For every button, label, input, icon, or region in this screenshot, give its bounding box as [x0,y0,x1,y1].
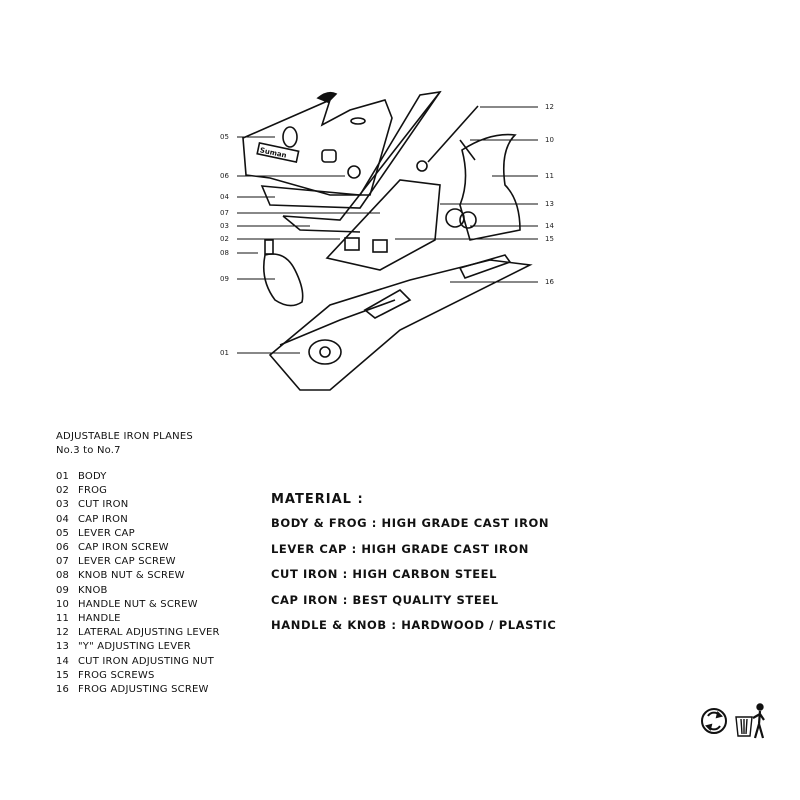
part-item: 04 CAP IRON [56,513,220,527]
part-name: KNOB [78,584,108,596]
part-number: 11 [56,613,70,625]
part-item: 12 LATERAL ADJUSTING LEVER [56,626,220,640]
part-name: BODY [78,471,107,482]
legend-title: ADJUSTABLE IRON PLANES [56,431,193,442]
part-number: 10 [56,598,70,610]
part-item: 08 KNOB NUT & SCREW [56,569,220,583]
part-name: LEVER CAP [78,527,135,539]
callout-12: 12 [545,103,554,111]
plane-drawing: Suman [237,90,538,391]
parts-legend: ADJUSTABLE IRON PLANES No.3 to No.7 01 BO… [56,430,220,697]
part-number: 03 [56,499,70,511]
callout-09: 09 [220,275,229,283]
material-line: BODY & FROG : HIGH GRADE CAST IRON [271,516,550,530]
part-name: CUT IRON ADJUSTING NUT [78,655,214,667]
part-name: FROG [78,485,108,497]
lever-cap-shape [242,98,393,196]
part-name: CAP IRON SCREW [78,542,169,554]
part-item: 14 CUT IRON ADJUSTING NUT [56,655,220,669]
part-number: 09 [56,584,70,596]
callout-10: 10 [545,136,554,144]
material-line: CAP IRON : BEST QUALITY STEEL [271,592,499,607]
part-item: 10 HANDLE NUT & SCREW [56,598,220,612]
part-item: 02 FROG [56,484,220,498]
part-number: 07 [56,556,70,568]
material-line: HANDLE & KNOB : HARDWOOD / PLASTIC [271,618,557,632]
callout-02: 02 [220,235,229,243]
callout-11: 11 [545,172,554,180]
material-line: LEVER CAP : HIGH GRADE CAST IRON [271,541,529,556]
part-number: 12 [56,627,70,639]
part-item: 05 LEVER CAP [56,527,220,541]
part-item: 11 HANDLE [56,612,220,626]
callout-13: 13 [545,200,554,208]
legend-subtitle: No.3 to No.7 [56,445,121,456]
part-number: 01 [56,471,70,482]
part-name: KNOB NUT & SCREW [78,570,185,582]
part-number: 08 [56,570,70,582]
part-name: HANDLE [78,613,121,625]
callout-04: 04 [220,193,229,201]
material-heading: MATERIAL : [271,492,364,507]
part-item: 15 FROG SCREWS [56,669,220,683]
part-number: 05 [56,527,70,539]
part-name: "Y" ADJUSTING LEVER [78,641,191,653]
callout-08: 08 [220,249,229,257]
part-name: LEVER CAP SCREW [78,556,176,568]
callout-01: 01 [220,349,229,357]
part-name: HANDLE NUT & SCREW [78,598,198,610]
callout-07: 07 [220,209,229,217]
callout-16: 16 [545,278,554,286]
part-item: 07 LEVER CAP SCREW [56,555,220,569]
dispose-in-bin-icon [735,703,765,739]
part-number: 06 [56,542,70,554]
part-number: 15 [56,669,70,681]
callout-03: 03 [220,222,229,230]
exploded-plane-diagram: Suman [220,90,554,391]
part-name: FROG ADJUSTING SCREW [78,684,209,696]
recycle-icon [701,708,727,734]
callout-05: 05 [220,133,229,141]
part-item: 09 KNOB [56,584,220,598]
part-name: FROG SCREWS [78,669,155,681]
part-item: 13 "Y" ADJUSTING LEVER [56,640,220,654]
part-number: 16 [56,684,70,696]
lever-cap-hole [282,126,298,148]
part-number: 14 [56,655,70,667]
part-name: CUT IRON [78,499,129,511]
part-name: CAP IRON [78,513,128,525]
part-item: 16 FROG ADJUSTING SCREW [56,683,220,697]
part-number: 04 [56,513,70,525]
callout-14: 14 [545,222,554,230]
part-item: 01 BODY [56,470,220,484]
part-name: LATERAL ADJUSTING LEVER [78,627,220,639]
part-number: 13 [56,641,70,653]
callout-06: 06 [220,172,229,180]
part-item: 03 CUT IRON [56,498,220,512]
material-line: CUT IRON : HIGH CARBON STEEL [271,567,498,581]
part-item: 06 CAP IRON SCREW [56,541,220,555]
part-number: 02 [56,485,70,497]
disposal-icons [700,700,770,742]
callout-15: 15 [545,235,554,243]
material-section: MATERIAL : BODY & FROG : HIGH GRADE CAST… [271,492,556,644]
